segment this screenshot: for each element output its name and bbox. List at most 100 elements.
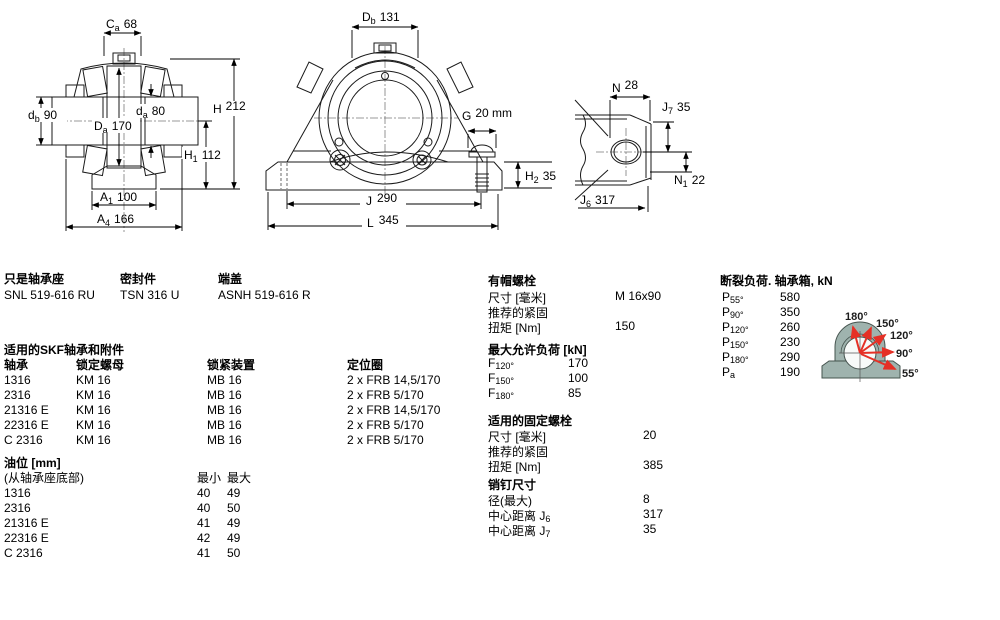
breaking-load-row-180: P180° 290 [722, 350, 962, 365]
size-label: 尺寸 [毫米] [488, 291, 547, 305]
table-cell: 49 [227, 516, 241, 530]
table-cell: C 2316 [4, 546, 43, 560]
load-symbol: P [722, 305, 731, 319]
housing-designation: SNL 519-616 RU [4, 288, 95, 302]
breaking-load-row-55: P55° 580 [722, 290, 962, 305]
load-symbol: F [488, 386, 496, 400]
load-subscript: 55° [730, 295, 744, 305]
cover-designation: ASNH 519-616 R [218, 288, 311, 302]
cap-bolt-tightening: 推荐的紧固 [488, 306, 549, 320]
pin-label: 径(最大) [488, 494, 532, 508]
table-cell: 2 x FRB 5/170 [347, 433, 424, 447]
col-header: 定位圈 [347, 358, 384, 372]
table-cell: 49 [227, 486, 241, 500]
table-cell: KM 16 [76, 433, 111, 447]
load-symbol: P [722, 320, 731, 334]
torque-label: 扭矩 [Nm] [488, 460, 541, 474]
torque-label: 扭矩 [Nm] [488, 321, 541, 335]
load-symbol: P [722, 365, 731, 379]
torque-value: 385 [643, 458, 664, 472]
cap-bolt-size: 尺寸 [毫米] M 16x90 [488, 289, 728, 306]
breaking-load-row-axial: Pa 190 [722, 365, 962, 380]
table-cell: 42 [197, 531, 211, 545]
table-cell: KM 16 [76, 403, 111, 417]
load-subscript: a [730, 370, 736, 380]
load-direction-diagram: 180° 150° 120° 90° 55° [821, 311, 919, 382]
table-cell: MB 16 [207, 403, 242, 417]
load-value: 85 [568, 386, 582, 400]
load-subscript: 180° [730, 355, 749, 365]
cap-bolts-title: 有帽螺栓 [488, 274, 537, 288]
table-cell: 49 [227, 531, 241, 545]
oil-subtitle: (从轴承座底部) [4, 471, 84, 485]
table-cell: KM 16 [76, 373, 111, 387]
pin-subscript: 7 [545, 529, 551, 539]
load-value: 230 [780, 335, 801, 349]
table-cell: 41 [197, 546, 211, 560]
table-cell: MB 16 [207, 433, 242, 447]
table-cell: 22316 E [4, 418, 49, 432]
load-symbol: F [488, 371, 496, 385]
col-header-min: 最小 [197, 471, 222, 485]
breaking-load-row-150: P150° 230 [722, 335, 962, 350]
pin-diameter-row: 径(最大) 8 [488, 492, 728, 509]
table-cell: KM 16 [76, 388, 111, 402]
load-value: 290 [780, 350, 801, 364]
load-subscript: 120° [495, 361, 514, 371]
pin-value: 8 [643, 492, 650, 506]
fixing-bolt-size: 尺寸 [毫米] 20 [488, 428, 728, 445]
load-symbol: P [722, 290, 731, 304]
table-cell: MB 16 [207, 418, 242, 432]
housing-front-geometry [265, 42, 503, 196]
load-subscript: 150° [730, 340, 749, 350]
load-subscript: 180° [495, 391, 514, 401]
angle-label-120: 120° [890, 330, 913, 342]
angle-labels: 180° 150° 120° 90° 55° [845, 311, 919, 380]
torque-value: 150 [615, 319, 636, 333]
table-cell: 2 x FRB 14,5/170 [347, 403, 441, 417]
table-cell: KM 16 [76, 418, 111, 432]
designations: 只是轴承座 密封件 端盖 SNL 519-616 RU TSN 316 U AS… [4, 271, 311, 303]
load-value: 260 [780, 320, 801, 334]
angle-label-180: 180° [845, 311, 868, 323]
table-cell: 22316 E [4, 531, 49, 545]
angle-label-90: 90° [896, 348, 913, 360]
pin-subscript: 6 [545, 514, 551, 524]
table-cell: 1316 [4, 486, 31, 500]
table-cell: 40 [197, 501, 211, 515]
table-cell: 21316 E [4, 516, 49, 530]
size-label: 尺寸 [毫米] [488, 430, 547, 444]
angle-label-150: 150° [876, 318, 899, 330]
pin-value: 317 [643, 507, 664, 521]
table-cell: 1316 [4, 373, 31, 387]
table-cell: 50 [227, 501, 241, 515]
seal-designation: TSN 316 U [120, 288, 180, 302]
load-value: 580 [780, 290, 801, 304]
bearings-table: 轴承 锁定螺母 锁紧装置 定位圈 1316 KM 16 MB 16 2 x FR… [4, 358, 440, 448]
pin-value: 35 [643, 522, 657, 536]
max-load-title: 最大允许负荷 [kN] [488, 343, 587, 357]
table-cell: 40 [197, 486, 211, 500]
load-value: 170 [568, 356, 589, 370]
breaking-load-row-120: P120° 260 [722, 320, 962, 335]
pin-distance-j7-row: 中心距离 J7 35 [488, 522, 728, 539]
table-cell: 2 x FRB 5/170 [347, 418, 424, 432]
load-row-F120: F120° 170 [488, 356, 728, 371]
load-subscript: 90° [730, 310, 744, 320]
mini-housing [821, 321, 901, 382]
